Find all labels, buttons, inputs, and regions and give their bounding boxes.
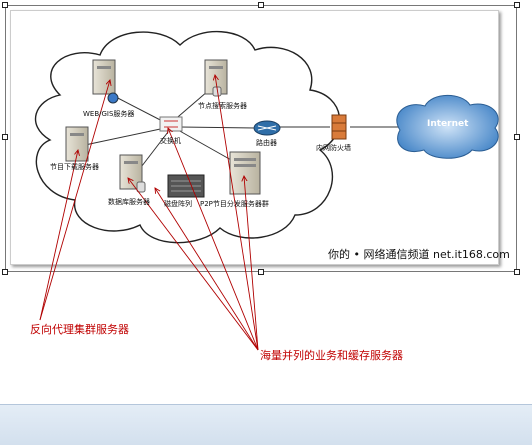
program-search-server-icon [204,59,228,97]
download-server-label: 节目下载服务器 [50,163,99,171]
resize-handle-bottom-center[interactable] [258,269,264,275]
switch-label: 交换机 [160,137,181,145]
resize-handle-top-center[interactable] [258,2,264,8]
router-label: 路由器 [256,139,277,147]
resize-handle-mid-right[interactable] [514,134,520,140]
download-server-icon [65,126,89,162]
program-search-server-label: 节点搜索服务器 [198,102,247,110]
internet-cloud [396,94,499,159]
watermark: 你的 • 网络通信频道 net.it168.com [328,248,510,261]
router-icon [253,120,281,136]
internet-label: Internet [427,119,469,129]
resize-handle-mid-left[interactable] [2,134,8,140]
p2p-server-cluster-label: P2P节目分发服务器群 [200,200,269,208]
database-server-label: 数据库服务器 [108,198,150,206]
resize-handle-bottom-left[interactable] [2,269,8,275]
firewall-icon [331,114,347,140]
resize-handle-top-left[interactable] [2,2,8,8]
annotation-arrows [39,75,259,351]
resize-handle-bottom-right[interactable] [514,269,520,275]
business-cache-annotation: 海量并列的业务和缓存服务器 [260,349,403,362]
web-gis-server-label: WEB/GIS服务器 [83,110,135,118]
database-server-icon [119,154,146,193]
reverse-proxy-annotation: 反向代理集群服务器 [30,323,129,336]
disk-array-icon [167,174,205,198]
firewall-label: 内网防火墙 [316,144,351,152]
disk-array-label: 磁盘阵列 [164,200,192,208]
resize-handle-top-right[interactable] [514,2,520,8]
bottom-toolbar [0,404,532,445]
switch-icon [159,116,183,132]
